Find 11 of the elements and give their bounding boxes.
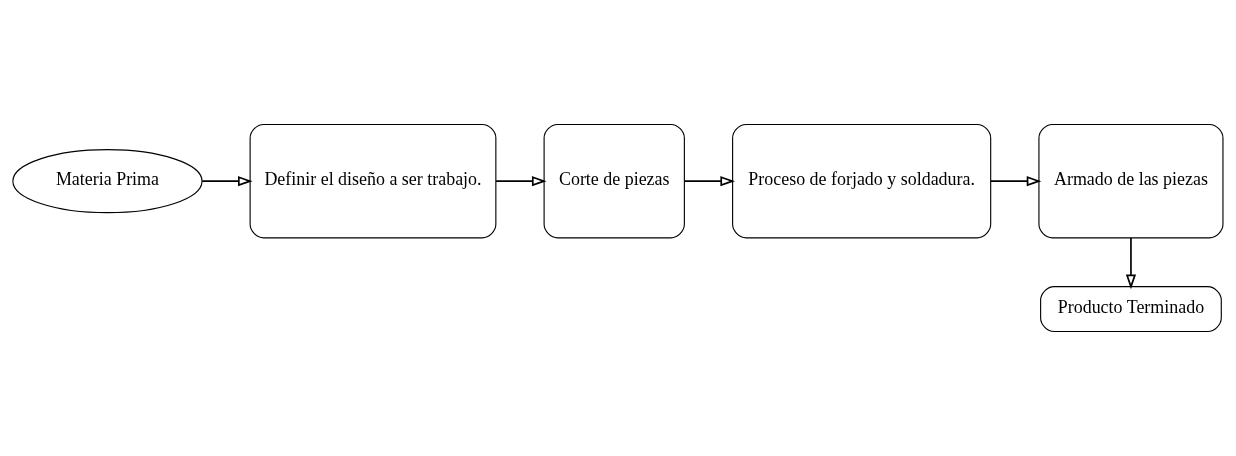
node-box: Producto Terminado bbox=[1040, 286, 1222, 333]
node-ellipse: Materia Prima bbox=[12, 149, 203, 214]
arrow bbox=[683, 176, 735, 187]
arrow bbox=[1125, 237, 1137, 290]
node-box: Corte de piezas bbox=[543, 123, 685, 239]
node-box: Definir el diseño a ser trabajo. bbox=[249, 123, 497, 239]
node-box: Proceso de forjado y soldadura. bbox=[732, 123, 992, 239]
arrow bbox=[201, 176, 253, 187]
arrow bbox=[495, 176, 547, 187]
arrow bbox=[990, 176, 1042, 187]
node-box: Armado de las piezas bbox=[1038, 123, 1224, 239]
